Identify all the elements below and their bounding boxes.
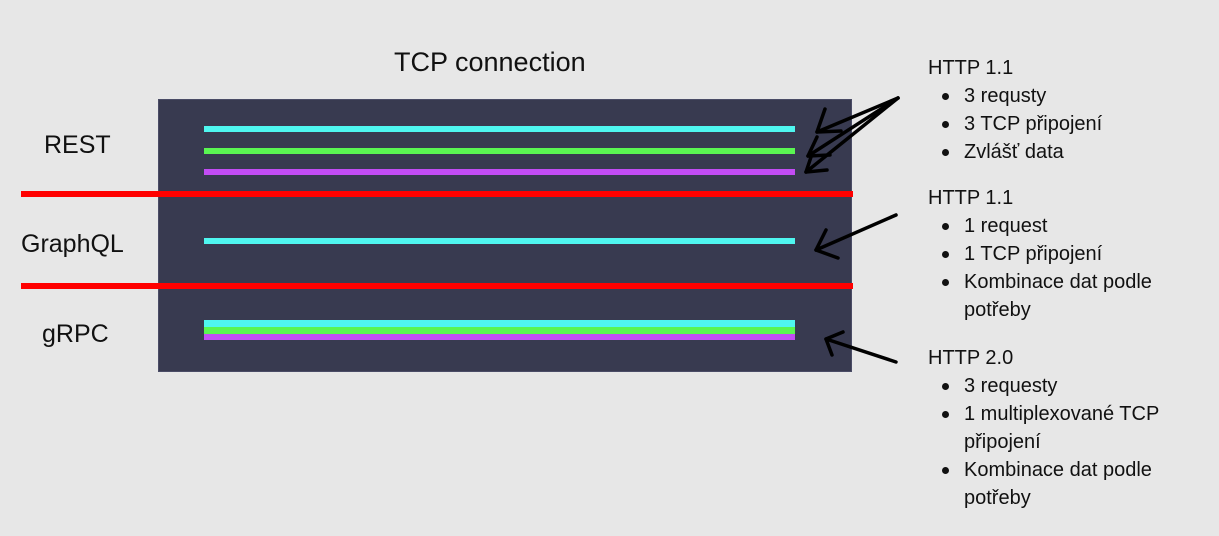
grpc-stream-purple — [204, 334, 795, 340]
rest-stream-cyan — [204, 126, 795, 132]
notes-item: Kombinace dat podle potřeby — [942, 456, 1212, 512]
notes-header: HTTP 1.1 — [928, 57, 1014, 79]
notes-rest: HTTP 1.1 3 requsty 3 TCP připojení Zvláš… — [928, 54, 1128, 166]
rest-arrow-1 — [815, 96, 900, 134]
notes-item: 3 TCP připojení — [942, 110, 1128, 138]
rest-arrow-2 — [806, 96, 900, 158]
grpc-arrow — [824, 330, 898, 364]
row-label-graphql: GraphQL — [21, 230, 124, 258]
notes-header: HTTP 1.1 — [928, 187, 1014, 209]
grpc-stream-cyan — [204, 320, 795, 327]
row-label-rest: REST — [44, 131, 111, 159]
notes-header: HTTP 2.0 — [928, 347, 1014, 369]
rest-stream-green — [204, 148, 795, 154]
diagram-title: TCP connection — [394, 47, 586, 77]
rest-arrow-3 — [804, 96, 900, 174]
notes-item: 3 requesty — [942, 372, 1212, 400]
row-label-grpc: gRPC — [42, 320, 109, 348]
notes-item: Kombinace dat podle potřeby — [942, 268, 1208, 324]
grpc-stream-green — [204, 327, 795, 334]
notes-graphql: HTTP 1.1 1 request 1 TCP připojení Kombi… — [928, 184, 1208, 324]
notes-item: 1 request — [942, 212, 1208, 240]
notes-item: Zvlášť data — [942, 138, 1128, 166]
divider-rest-graphql — [21, 191, 853, 197]
rest-stream-purple — [204, 169, 795, 175]
notes-item: 1 multiplexované TCP připojení — [942, 400, 1212, 456]
graphql-arrow — [814, 213, 898, 260]
graphql-stream-cyan — [204, 238, 795, 244]
notes-item: 3 requsty — [942, 82, 1128, 110]
divider-graphql-grpc — [21, 283, 853, 289]
notes-item: 1 TCP připojení — [942, 240, 1208, 268]
notes-grpc: HTTP 2.0 3 requesty 1 multiplexované TCP… — [928, 344, 1212, 512]
